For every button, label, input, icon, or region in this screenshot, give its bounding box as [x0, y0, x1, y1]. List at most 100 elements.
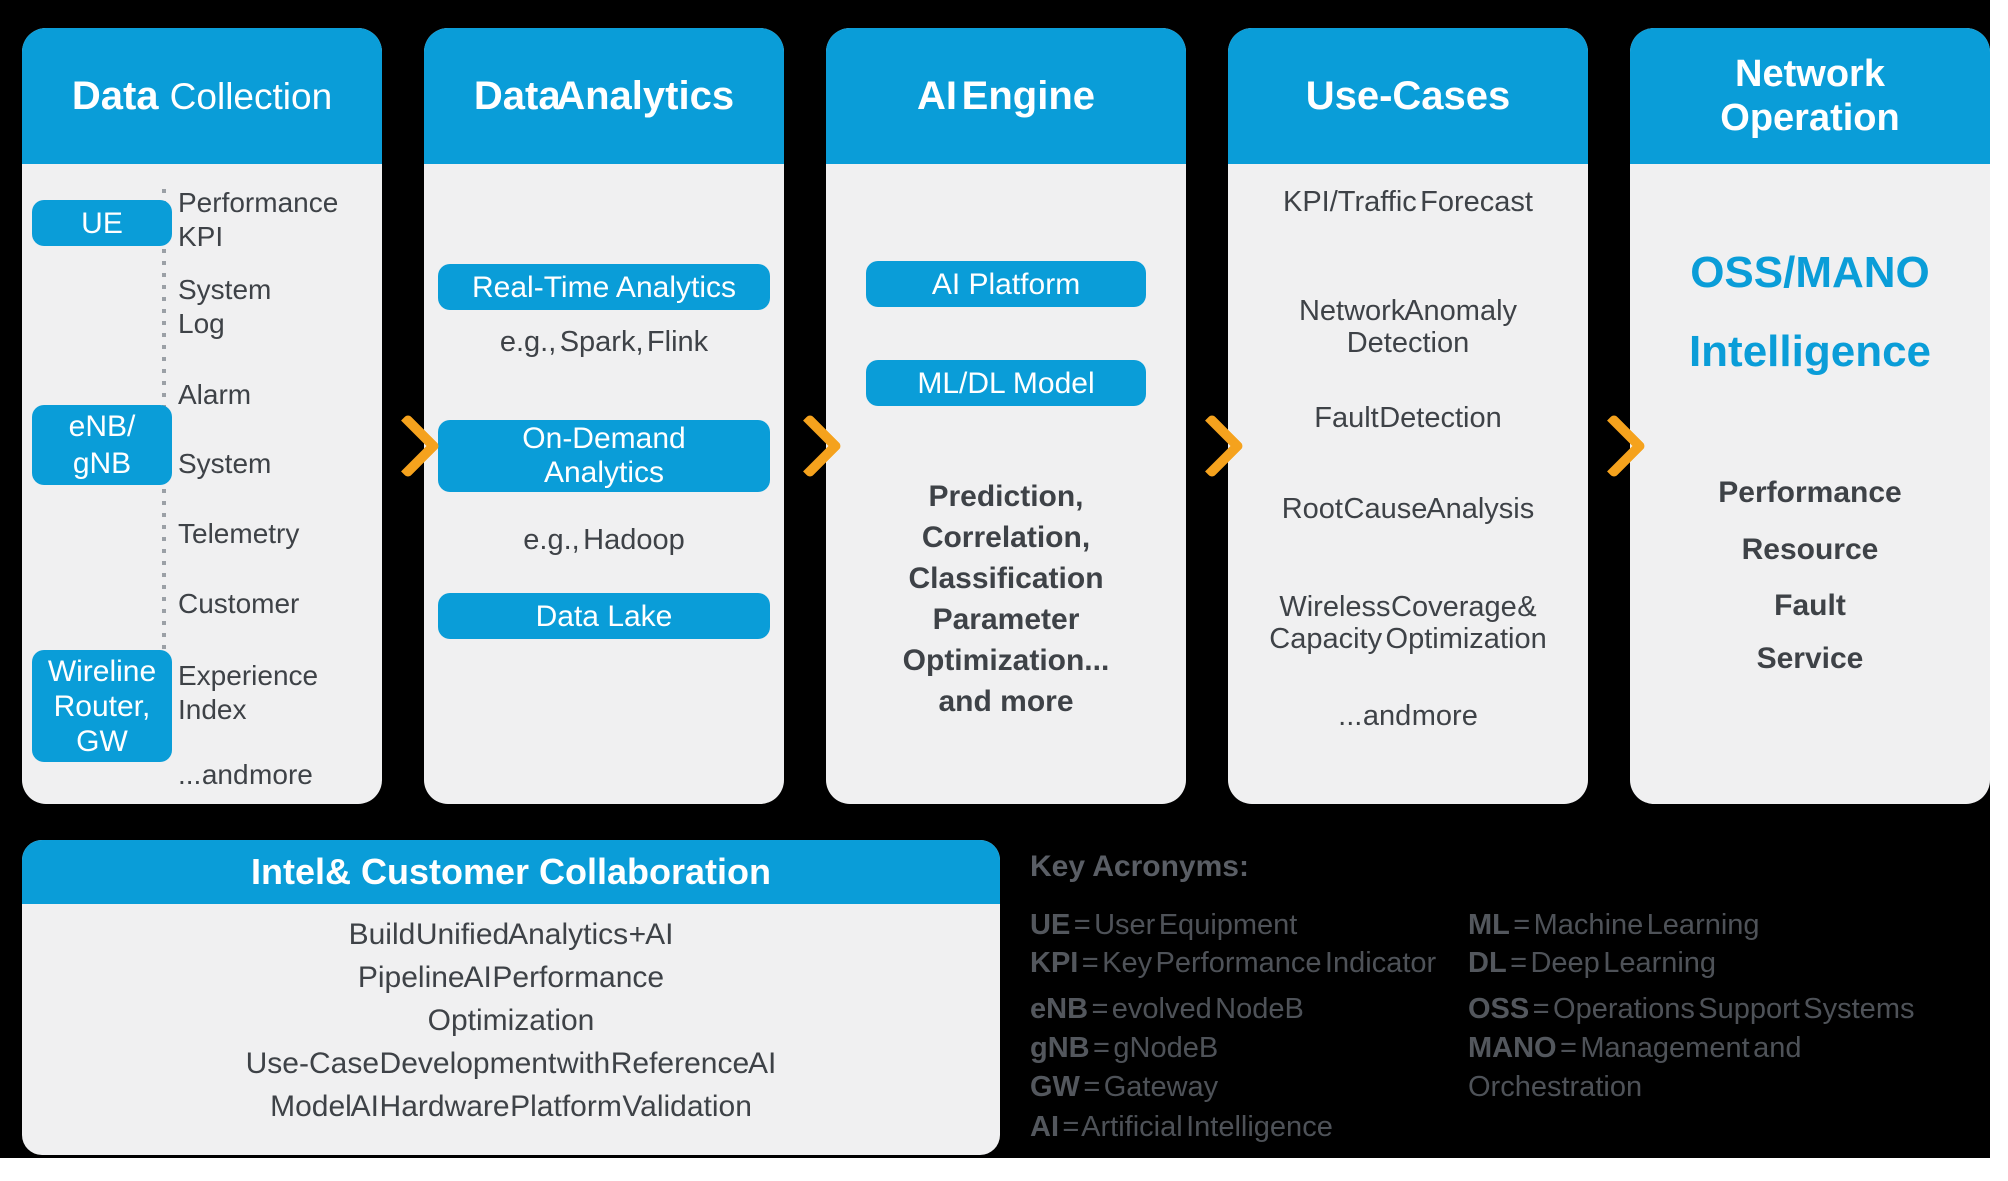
collaboration-body: Build Unified Analytics + AI Pipeline AI…: [22, 904, 1000, 1128]
acronym-line: eNB = evolved NodeB: [1030, 993, 1304, 1026]
column-title-line2: Operation: [1720, 97, 1900, 139]
acronym-line: ML = Machine Learning: [1468, 909, 1760, 942]
acronym-abbr: GW: [1030, 1071, 1080, 1103]
ai-capability-line: Parameter: [932, 603, 1080, 636]
column-title: Use-Cases: [1305, 74, 1511, 118]
acronym-line: OSS = Operations Support Systems: [1468, 993, 1914, 1026]
column-header-data-collection: Data Collection: [22, 28, 382, 164]
chip-on-demand-analytics: On-Demand Analytics: [438, 420, 770, 492]
data-source-item: Log: [178, 308, 225, 339]
data-source-item: System: [178, 448, 272, 479]
data-source-item: Alarm: [178, 379, 252, 410]
ai-capability-line: Prediction,: [928, 480, 1084, 513]
acronym-line: GW = Gateway: [1030, 1071, 1218, 1104]
chip-label: Real-Time Analytics: [472, 270, 736, 304]
acronym-line: Orchestration: [1468, 1071, 1642, 1104]
collaboration-header: Intel& Customer Collaboration: [22, 840, 1000, 904]
use-case-item: Fault Detection: [1314, 402, 1502, 434]
acronym-line: DL = Deep Learning: [1468, 947, 1716, 980]
column-data-collection: Data Collection UE eNB/ gNB Wireline Rou…: [22, 28, 382, 804]
intelligence-text: Intelligence: [1688, 327, 1932, 376]
acronym-def: = Management and: [1560, 1032, 1802, 1064]
column-header-use-cases: Use-Cases: [1228, 28, 1588, 164]
chip-enb-gnb: eNB/ gNB: [32, 405, 172, 485]
acronym-abbr: KPI: [1030, 947, 1079, 979]
chip-wireline-router-gw: Wireline Router, GW: [32, 650, 172, 762]
acronym-abbr: UE: [1030, 909, 1071, 941]
acronym-line: UE = User Equipment: [1030, 909, 1297, 942]
oss-mano-text: OSS/MANO: [1690, 248, 1930, 297]
acronym-line: MANO = Management and: [1468, 1032, 1801, 1065]
column-title: Data Analytics: [473, 74, 735, 118]
chip-label: Analytics: [543, 456, 665, 489]
collaboration-line: Model AI Hardware Platform Validation: [270, 1090, 752, 1123]
acronym-line: gNB = gNodeB: [1030, 1032, 1218, 1065]
data-source-item: KPI: [178, 221, 224, 252]
chip-label: Router,: [53, 689, 151, 723]
data-source-item: Experience: [178, 660, 319, 691]
use-case-item: Wireless Coverage &: [1279, 591, 1537, 623]
use-case-item: Detection: [1346, 327, 1470, 359]
data-source-item: Index: [178, 694, 247, 725]
collaboration-line: Optimization: [427, 1004, 595, 1037]
chip-data-lake: Data Lake: [438, 593, 770, 639]
column-header-ai-engine: AI Engine: [826, 28, 1186, 164]
data-source-item: System: [178, 274, 272, 305]
column-title-line1: Network: [1735, 53, 1885, 95]
chip-ue: UE: [32, 200, 172, 246]
data-source-item: Telemetry: [178, 518, 300, 549]
acronym-abbr: AI: [1030, 1111, 1059, 1143]
acronym-abbr: OSS: [1468, 993, 1530, 1025]
acronym-def: = Machine Learning: [1513, 909, 1760, 941]
chip-label: eNB/: [68, 410, 136, 443]
ai-capability-line: Classification: [908, 562, 1104, 595]
chip-label: gNB: [72, 447, 132, 480]
use-case-item: ... and more: [1338, 700, 1478, 732]
acronym-def: = evolved NodeB: [1091, 993, 1304, 1025]
ai-capability-line: and more: [938, 685, 1074, 718]
collaboration-line: Build Unified Analytics + AI: [348, 918, 674, 951]
acronym-line: AI = Artificial Intelligence: [1030, 1111, 1333, 1144]
acronym-def: = Key Performance Indicator: [1081, 947, 1437, 979]
ai-capability-line: Correlation,: [921, 521, 1091, 554]
acronym-def: = gNodeB: [1093, 1032, 1219, 1064]
operation-item: Service: [1756, 642, 1864, 675]
title-light: Collection: [169, 75, 333, 117]
collaboration-line: Pipeline AI Performance: [357, 961, 665, 994]
use-case-item: Root Cause Analysis: [1281, 493, 1535, 525]
acronym-def: = User Equipment: [1073, 909, 1298, 941]
chip-label: AI Platform: [931, 267, 1081, 301]
chip-label: ML/DL Model: [917, 366, 1095, 400]
acronym-abbr: MANO: [1468, 1032, 1557, 1064]
column-network-operation: Network Operation OSS/MANO Intelligence …: [1630, 28, 1990, 804]
column-title: AI Engine: [916, 74, 1096, 118]
chip-label: Wireline: [47, 654, 157, 688]
chip-label: GW: [76, 724, 128, 758]
acronym-abbr: eNB: [1030, 993, 1089, 1025]
data-source-item: Customer: [178, 588, 300, 619]
acronym-def: = Deep Learning: [1510, 947, 1717, 979]
collaboration-box: Intel& Customer Collaboration Build Unif…: [22, 840, 1000, 1155]
acronym-line: KPI = Key Performance Indicator: [1030, 947, 1436, 980]
operation-item: Resource: [1741, 533, 1879, 566]
column-use-cases: Use-Cases KPI/Traffic Forecast Network A…: [1228, 28, 1588, 804]
acronym-def: Orchestration: [1468, 1071, 1643, 1103]
chip-label: Data Lake: [535, 599, 673, 633]
column-ai-engine: AI Engine AI Platform ML/DL Model Predic…: [826, 28, 1186, 804]
use-case-item: KPI/Traffic Forecast: [1283, 186, 1533, 218]
column-header-data-analytics: Data Analytics: [424, 28, 784, 164]
acronym-def: = Artificial Intelligence: [1062, 1111, 1333, 1143]
chip-real-time-analytics: Real-Time Analytics: [438, 264, 770, 310]
data-source-item: ... and more: [178, 759, 313, 790]
acronym-abbr: gNB: [1030, 1032, 1090, 1064]
collaboration-line: Use-Case Development with Reference AI: [245, 1047, 777, 1080]
column-title: Data Collection: [72, 74, 332, 119]
column-data-analytics: Data Analytics Real-Time Analytics e.g.,…: [424, 28, 784, 804]
use-case-item: Capacity Optimization: [1269, 623, 1547, 655]
acronym-def: = Gateway: [1083, 1071, 1219, 1103]
operation-item: Fault: [1774, 589, 1846, 622]
operation-item: Performance: [1718, 476, 1902, 509]
chip-label: UE: [81, 206, 123, 240]
chip-label: On-Demand: [522, 422, 686, 455]
